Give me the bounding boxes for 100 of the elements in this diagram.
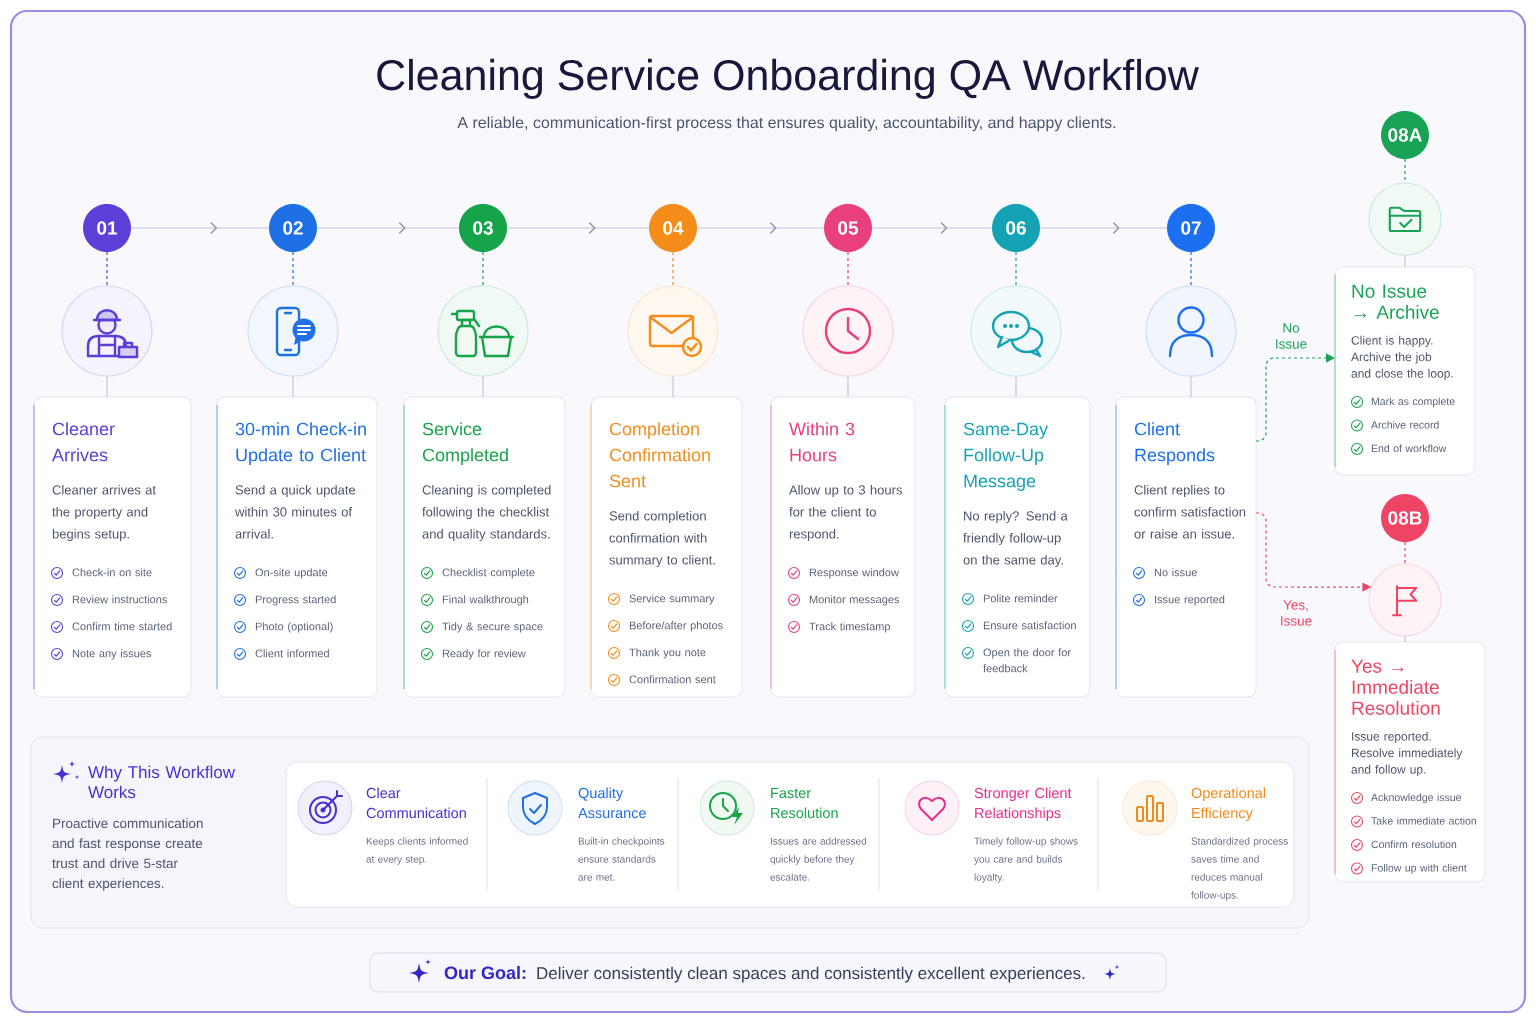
checklist-item: Take immediate action [1371, 816, 1476, 825]
checklist-item: Confirm time started [72, 622, 172, 631]
step-card [403, 396, 566, 698]
connector-line [1015, 375, 1017, 398]
checklist-item: Track timestamp [809, 622, 890, 633]
card-text: Client replies to confirm satisfaction or raise an issue. [1134, 484, 1246, 539]
step-card [1115, 396, 1257, 698]
connector-line [1404, 254, 1406, 268]
title: Cleaning Service Onboarding QA Workflow [377, 58, 1199, 99]
checklist-item: Tidy & secure space [442, 622, 543, 633]
card-title: Completion Confirmation Sent [609, 422, 710, 488]
goal-text: Deliver consistently clean spaces and consistently excellent experiences. [537, 966, 1085, 983]
step-number: 01 [83, 204, 131, 252]
card-text: Send a quick update within 30 minutes of arrival. [235, 484, 356, 539]
checklist-item: Archive record [1371, 420, 1439, 429]
step-card [770, 396, 916, 698]
step-number: 08A [1381, 111, 1429, 159]
connector-line [292, 375, 294, 398]
checklist-item: Monitor messages [809, 595, 900, 606]
benefit-title: Faster Resolution [771, 788, 838, 819]
dotted-line [1015, 251, 1017, 287]
step-card [1334, 266, 1476, 476]
goal-label: Our Goal: [444, 965, 526, 980]
benefit-title: Quality Assurance [578, 787, 646, 819]
card-text: Client is happy. Archive the job and close the loop. [1351, 335, 1453, 381]
envelope-check-icon [627, 285, 719, 377]
step-number: 08B [1381, 494, 1429, 542]
arrow [1255, 353, 1335, 442]
connector-line [1190, 375, 1192, 398]
edge-label: No Issue [1266, 321, 1316, 351]
checklist-item: Service summary [629, 594, 715, 605]
card-title: Client Responds [1134, 422, 1215, 465]
person-icon [1145, 285, 1237, 377]
flag-icon [1368, 563, 1442, 637]
dotted-line [1190, 251, 1192, 287]
card-title: Same-Day Follow-Up Message [963, 422, 1048, 491]
card-text: Send completion confirmation with summary to client. [609, 510, 715, 568]
checklist-item: Checklist complete [442, 568, 535, 579]
connector-line [672, 375, 674, 398]
checklist-item: Ensure satisfaction [983, 621, 1076, 630]
subtitle: A reliable, communication-first process that ensures quality, accountability, and happy clients. [457, 116, 1116, 132]
dotted-line [1404, 541, 1406, 565]
card-title: No Issue → Archive [1352, 284, 1439, 319]
card-title: 30-min Check-in Update to Client [235, 422, 366, 465]
benefit-text: Timely follow-up shows you care and builds loyalty. [974, 837, 1078, 883]
checklist-item: Before/after photos [629, 621, 723, 632]
step-card [590, 396, 743, 698]
dotted-line [847, 251, 849, 287]
card-title: Cleaner Arrives [52, 422, 115, 462]
folder-check-icon [1368, 182, 1442, 256]
goal-banner [369, 952, 1167, 993]
checklist-item: Polite reminder [983, 594, 1058, 603]
step-number: 02 [269, 204, 317, 252]
benefit-title: Stronger Client Relationships [974, 787, 1072, 821]
benefit-title: Operational Efficiency [1191, 787, 1266, 821]
cleaning-supplies-icon [437, 285, 529, 377]
checklist-item: Thank you note [629, 648, 706, 659]
checklist-item: On-site update [255, 568, 328, 579]
checklist-item: No issue [1154, 568, 1197, 577]
checklist-item: Note any issues [72, 649, 152, 660]
card-text: Allow up to 3 hours for the client to respond. [789, 484, 902, 542]
checklist-item: Issue reported [1155, 595, 1225, 606]
benefit-title: Clear Communication [366, 787, 466, 819]
card-text: No reply? Send a friendly follow-up on the same day. [963, 510, 1068, 568]
checklist-item: Acknowledge issue [1371, 793, 1462, 804]
edge-label: Yes, Issue [1271, 598, 1321, 628]
connector-line [482, 375, 484, 398]
dotted-line [106, 251, 108, 287]
step-number: 07 [1167, 204, 1215, 252]
panel-text: Proactive communication and fast response create trust and drive 5-star client experiences. [52, 818, 203, 891]
step-card [1334, 641, 1486, 883]
benefit-text: Keeps clients informed at every step. [366, 837, 468, 865]
card-title: Yes → Immediate Resolution [1351, 659, 1440, 715]
step-number: 04 [649, 204, 697, 252]
worker-icon [61, 285, 153, 377]
panel-title: Why This Workflow Works [88, 765, 236, 799]
step-card [216, 396, 378, 698]
dotted-line [292, 251, 294, 287]
connector-line [106, 375, 108, 398]
step-card [944, 396, 1091, 698]
checklist-item: Confirm resolution [1371, 840, 1457, 849]
checklist-item: Mark as complete [1371, 397, 1455, 408]
benefit-text: Issues are addressed quickly before they escalate. [770, 837, 867, 881]
dotted-line [672, 251, 674, 287]
info-card [285, 761, 1295, 908]
checklist-item: End of workflow [1371, 444, 1447, 453]
checklist-item: Open the door for feedback [983, 648, 1071, 673]
step-number: 05 [824, 204, 872, 252]
checklist-item: Confirmation sent [629, 675, 716, 684]
checklist-item: Check-in on site [72, 568, 152, 577]
checklist-item: Final walkthrough [442, 595, 529, 606]
connector-line [847, 375, 849, 398]
benefit-text: Built-in checkpoints ensure standards are met. [578, 837, 665, 881]
card-text: Cleaner arrives at the property and begins setup. [52, 484, 156, 542]
connector-line [1404, 635, 1406, 643]
step-number: 06 [992, 204, 1040, 252]
step-number: 03 [459, 204, 507, 252]
card-title: Service Completed [422, 422, 508, 465]
benefit-text: Standardized process saves time and reduces manual follow-ups. [1191, 837, 1288, 901]
card-text: Cleaning is completed following the checklist and quality standards. [422, 484, 551, 542]
